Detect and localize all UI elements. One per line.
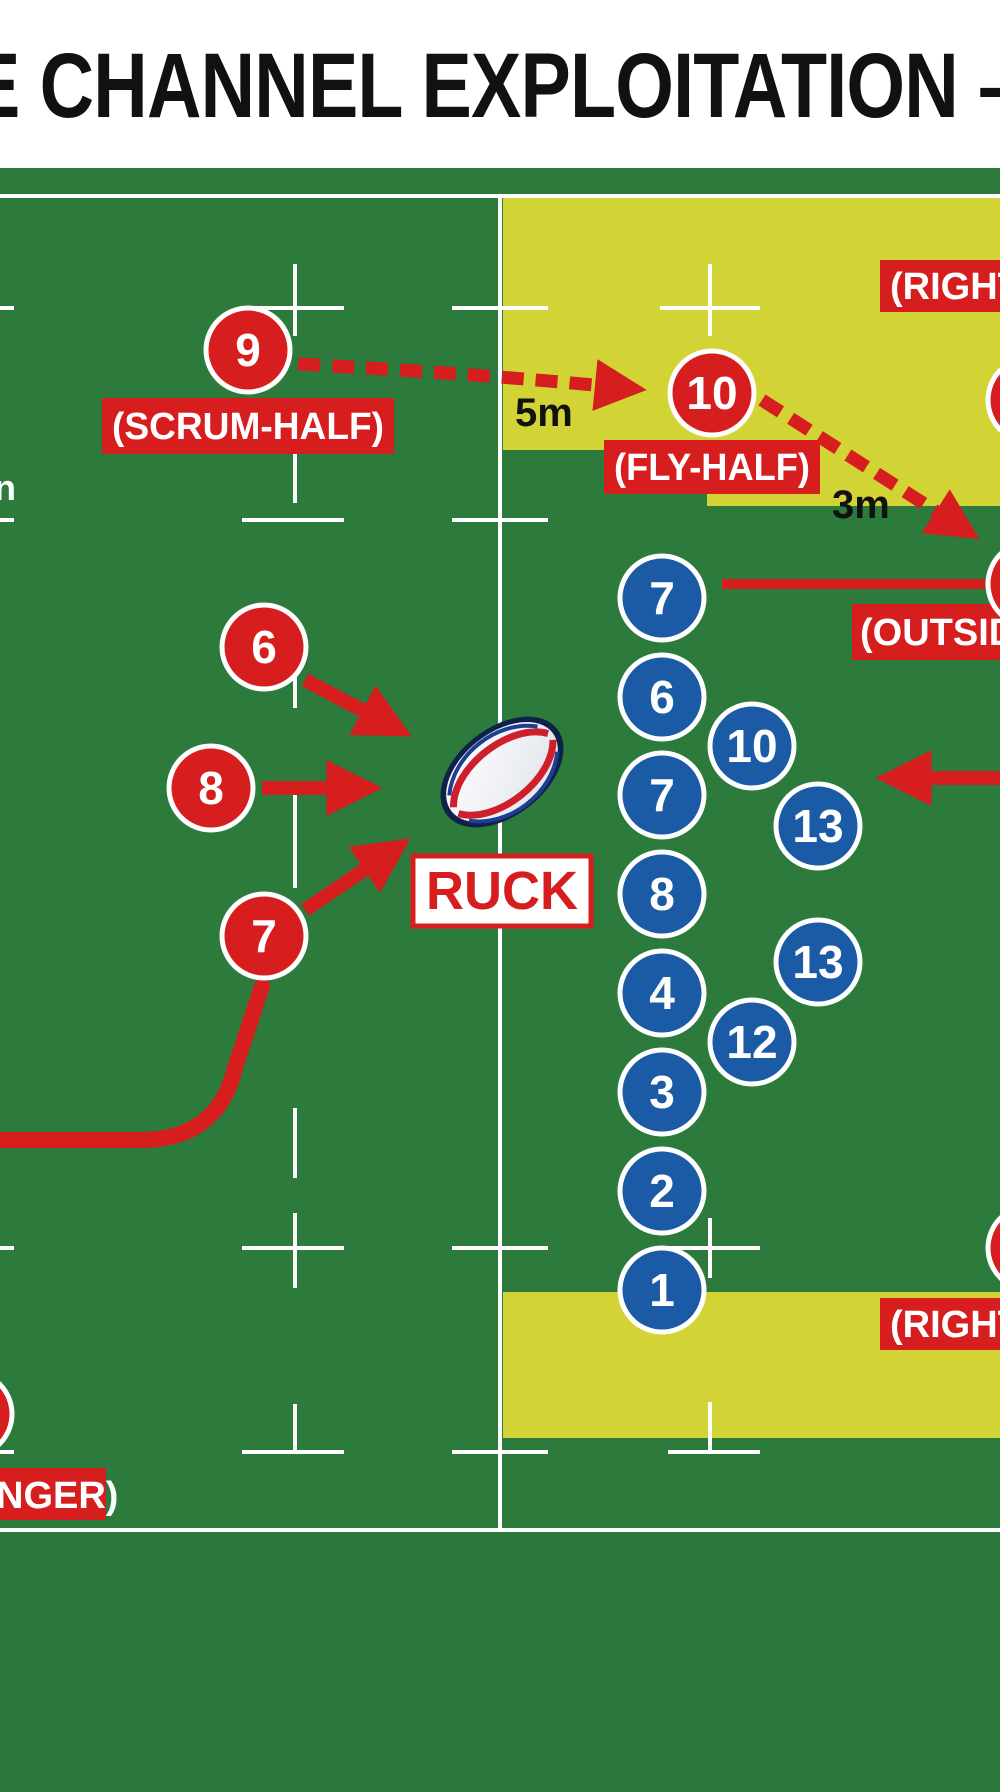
defence-player-line-4-number: 8	[649, 868, 675, 920]
attack-player-6-number: 6	[251, 621, 277, 673]
defence-player-line-8: 1	[617, 1245, 707, 1335]
label-right-top: (RIGHT	[880, 260, 1000, 312]
arrow-7-to-ruck	[301, 838, 411, 916]
left-edge-fragment: n	[0, 467, 16, 508]
label-fly-half-text: (FLY-HALF)	[614, 447, 810, 489]
defence-player-back-12: 12	[707, 997, 797, 1087]
pass-line-10-to-outside	[758, 394, 980, 540]
defence-player-line-2: 6	[617, 652, 707, 742]
defence-player-line-5-number: 4	[649, 967, 675, 1019]
winger-run-line	[0, 978, 270, 1148]
defence-player-line-6: 3	[617, 1047, 707, 1137]
field-lines	[0, 194, 1000, 1532]
attack-player-7-number: 7	[251, 910, 277, 962]
label-right-bottom: (RIGHT	[880, 1298, 1000, 1350]
player-right-edge-1	[985, 367, 1000, 433]
rugby-ball-icon	[440, 716, 564, 828]
attack-player-7: 7	[219, 891, 309, 981]
header: E CHANNEL EXPLOITATION –	[0, 0, 1000, 168]
attack-player-9-number: 9	[235, 324, 261, 376]
defence-player-back-12-number: 12	[726, 1016, 777, 1068]
distance-label-3m: 3m	[832, 483, 890, 527]
label-outside-text: (OUTSID	[860, 612, 1000, 654]
attack-player-8: 8	[166, 743, 256, 833]
defence-player-back-10-number: 10	[726, 720, 777, 772]
ruck-label-text: RUCK	[426, 861, 578, 921]
defence-player-line-3: 7	[617, 750, 707, 840]
label-right-top-text: (RIGHT	[890, 266, 1000, 308]
label-fly-half: (FLY-HALF)	[604, 440, 820, 494]
pass-line-9-to-10	[297, 357, 647, 411]
attack-player-6: 6	[219, 602, 309, 692]
player-right-edge-3	[985, 1215, 1000, 1281]
attack-player-10-number: 10	[686, 367, 737, 419]
defence-player-line-2-number: 6	[649, 671, 675, 723]
defence-player-back-13b: 13	[773, 917, 863, 1007]
distance-label-5m: 5m	[515, 391, 573, 435]
ruck-label: RUCK	[410, 853, 594, 929]
page-title: E CHANNEL EXPLOITATION –	[0, 35, 1000, 137]
label-winger: NGER)	[0, 1468, 118, 1520]
defence-player-line-1: 7	[617, 553, 707, 643]
player-right-edge-2	[985, 551, 1000, 617]
defence-player-line-8-number: 1	[649, 1264, 675, 1316]
label-scrum-half-text: (SCRUM-HALF)	[112, 406, 384, 448]
defence-player-line-6-number: 3	[649, 1066, 675, 1118]
attack-player-8-number: 8	[198, 762, 224, 814]
label-scrum-half: (SCRUM-HALF)	[102, 398, 394, 454]
label-winger-text: NGER)	[0, 1475, 118, 1517]
attack-player-10: 10	[667, 348, 757, 438]
defence-player-line-4: 8	[617, 849, 707, 939]
defence-player-back-10: 10	[707, 701, 797, 791]
player-left-edge-winger	[0, 1381, 15, 1447]
label-right-bottom-text: (RIGHT	[890, 1304, 1000, 1346]
rugby-pitch: RUCK 5m 3m n (SCRUM-HALF) (FLY-HALF) (RI…	[0, 168, 1000, 1792]
defence-player-line-5: 4	[617, 948, 707, 1038]
pitch-outer-area	[0, 1530, 1000, 1792]
defence-player-line-1-number: 7	[649, 572, 675, 624]
arrow-6-to-ruck	[301, 673, 412, 737]
defence-player-line-7-number: 2	[649, 1165, 675, 1217]
attack-player-9: 9	[203, 305, 293, 395]
defence-player-back-13b-number: 13	[792, 936, 843, 988]
defence-player-line-3-number: 7	[649, 769, 675, 821]
defence-player-line-7: 2	[617, 1146, 707, 1236]
defence-player-back-13a: 13	[773, 781, 863, 871]
label-outside: (OUTSID	[852, 604, 1000, 660]
defence-player-back-13a-number: 13	[792, 800, 843, 852]
